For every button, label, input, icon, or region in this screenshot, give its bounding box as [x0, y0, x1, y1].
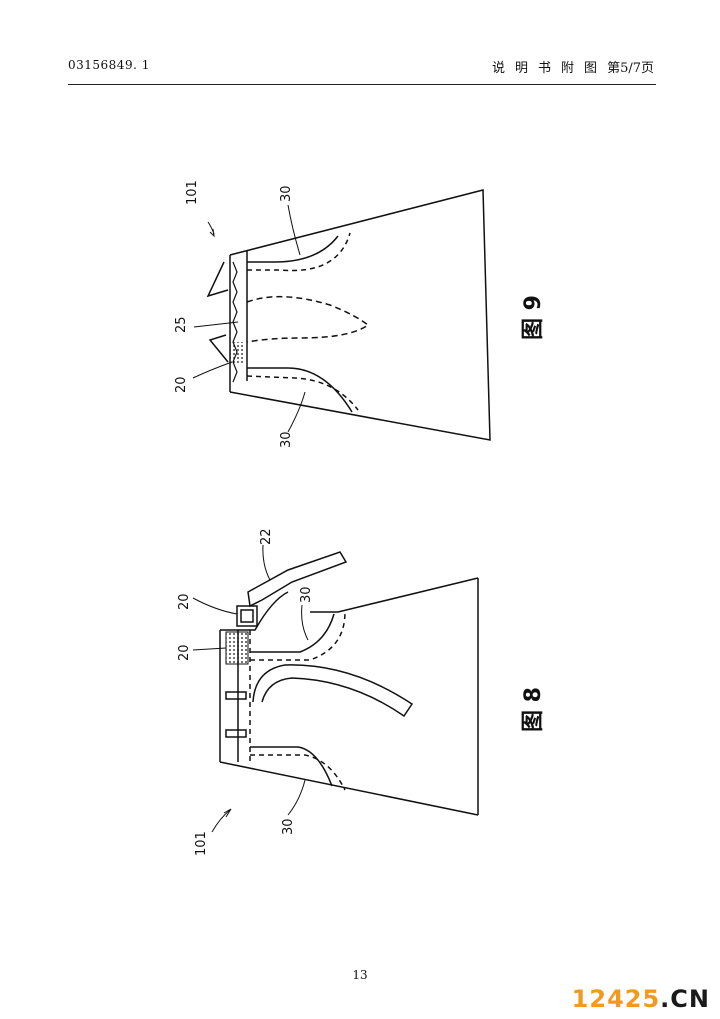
header-rule: [68, 84, 656, 85]
ref-label-30: 30: [299, 586, 314, 603]
hem-top: [310, 577, 479, 613]
figure-9-leaders: [192, 204, 306, 433]
header-char: 说: [491, 61, 505, 76]
dotted-patch-20: [225, 631, 249, 665]
flap-top: [206, 261, 229, 298]
figure-9-labels: 101 30 25 20 30 图 9: [174, 180, 546, 448]
pocket-edge-top: [247, 235, 339, 263]
figure-9-drawing: [206, 189, 491, 441]
pocket-stitch-top: [247, 232, 351, 272]
watermark-number: 12425: [571, 985, 661, 1013]
top-contour: [220, 591, 289, 631]
header-title: 说明书附图第5/7页: [482, 57, 654, 76]
pocket-edge-bottom: [250, 746, 333, 787]
inner-pouch-dashed: [246, 295, 370, 343]
buckle-20: [236, 605, 258, 627]
figure-8-title: 图 8: [521, 687, 546, 732]
pocket-stitch-top: [250, 611, 346, 661]
ref-label-30: 30: [279, 431, 294, 448]
figure-8-drawing: [219, 551, 479, 816]
page-number: 13: [352, 968, 368, 982]
belt-loop: [225, 729, 247, 738]
ref-label-22: 22: [259, 528, 274, 545]
hem-bottom: [219, 761, 479, 816]
ref-label-30: 30: [281, 818, 296, 835]
ref-label-20: 20: [177, 593, 192, 610]
flap-bottom: [208, 334, 229, 363]
ref-label-25: 25: [174, 316, 189, 333]
belt-loop: [225, 691, 247, 700]
header-char: 书: [538, 61, 552, 76]
ref-label-101: 101: [185, 180, 200, 205]
ref-label-20: 20: [177, 644, 192, 661]
dotted-patch: [230, 342, 245, 364]
header-char: 图: [584, 61, 598, 76]
pocket-stitch-bottom: [250, 754, 346, 791]
ref-label-101: 101: [194, 831, 209, 856]
figure-9-title: 图 9: [521, 295, 546, 340]
pocket-edge-bottom: [247, 367, 353, 413]
pocket-stitch-bottom: [246, 375, 359, 411]
skirt-outline: [229, 189, 491, 441]
header-char: 附: [561, 61, 575, 76]
page-of: 第5/7页: [607, 61, 654, 76]
pocket-edge-top: [250, 613, 335, 653]
ref-label-20: 20: [174, 376, 189, 393]
document-number: 03156849. 1: [68, 58, 150, 72]
watermark-domain: .CN: [660, 985, 710, 1013]
header-char: 明: [515, 61, 529, 76]
curved-strap: [252, 664, 414, 718]
figure-8-labels: 22 20 30 20 30 101 图 8: [177, 528, 546, 856]
strap-22: [247, 551, 348, 608]
buckle-inner: [240, 609, 254, 623]
watermark: 12425.CN: [572, 985, 710, 1013]
ref-label-30: 30: [279, 185, 294, 202]
figure-8-leaders: [192, 544, 309, 833]
